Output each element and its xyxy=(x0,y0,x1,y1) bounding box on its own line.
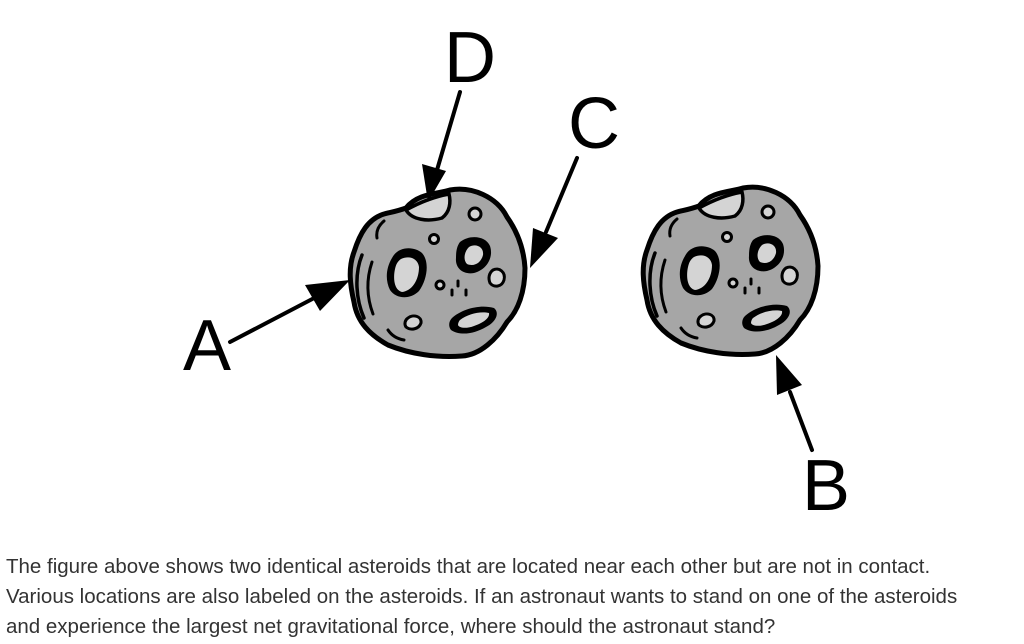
arrow-c xyxy=(530,156,579,268)
arrow-d xyxy=(422,90,462,202)
label-a: A xyxy=(183,306,231,386)
asteroid-figure: A D C B xyxy=(183,18,850,526)
label-b: B xyxy=(802,446,850,526)
label-c: C xyxy=(568,84,620,164)
arrow-a xyxy=(228,280,350,344)
arrow-b xyxy=(776,355,814,452)
question-line-2: Various locations are also labeled on th… xyxy=(6,585,958,608)
right-asteroid xyxy=(643,187,818,354)
label-d: D xyxy=(444,18,496,98)
left-asteroid xyxy=(350,189,525,356)
question-line-3: and experience the largest net gravitati… xyxy=(6,615,776,638)
question-text: The figure above shows two identical ast… xyxy=(6,552,1018,642)
question-line-1: The figure above shows two identical ast… xyxy=(6,555,931,578)
